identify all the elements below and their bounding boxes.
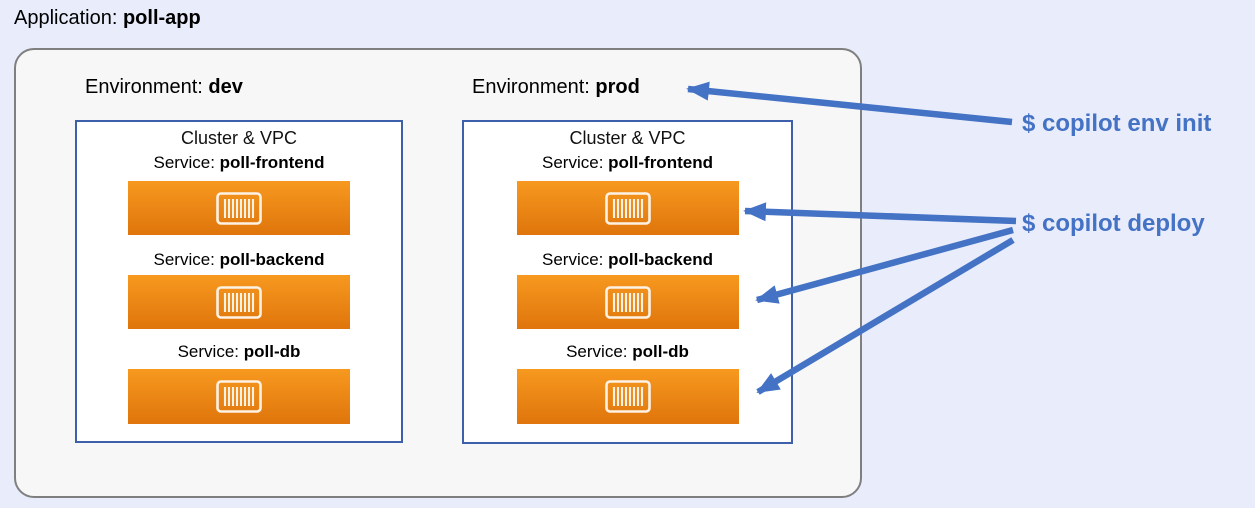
service-label-prefix: Service:	[566, 342, 633, 361]
service-name: poll-frontend	[219, 153, 325, 172]
application-title-label: Application:	[14, 7, 123, 29]
container-icon	[604, 285, 651, 319]
service-name: poll-db	[243, 342, 301, 361]
application-name: poll-app	[122, 7, 201, 29]
service-label-prod-backend: Service: poll-backend	[464, 250, 791, 270]
service-name: poll-frontend	[608, 153, 713, 172]
environment-name-prod: prod	[595, 76, 640, 98]
service-label-dev-db: Service: poll-db	[77, 342, 401, 362]
cluster-vpc-box-prod: Cluster & VPC Service: poll-frontend Ser…	[462, 120, 793, 444]
service-label-prod-frontend: Service: poll-frontend	[464, 153, 791, 173]
service-name: poll-backend	[608, 250, 713, 269]
cluster-vpc-title-prod: Cluster & VPC	[569, 128, 686, 148]
service-container-dev-frontend	[128, 181, 350, 235]
environment-label-prod: Environment: prod	[472, 76, 640, 99]
service-container-dev-db	[128, 369, 350, 424]
cluster-vpc-title-dev: Cluster & VPC	[180, 128, 298, 148]
container-icon	[216, 285, 262, 319]
service-container-dev-backend	[128, 275, 350, 329]
environment-name-dev: dev	[208, 76, 243, 98]
cluster-vpc-box-dev: Cluster & VPC Service: poll-frontend Ser…	[75, 120, 403, 443]
command-deploy: $ copilot deploy	[1022, 210, 1205, 237]
environment-label-prod-prefix: Environment:	[472, 76, 596, 98]
application-title: Application: poll-app	[14, 7, 201, 30]
command-env-init: $ copilot env init	[1022, 110, 1212, 137]
service-label-prefix: Service:	[542, 250, 609, 269]
service-label-prefix: Service:	[542, 153, 609, 172]
container-icon	[604, 380, 651, 413]
service-name: poll-backend	[219, 250, 325, 269]
environment-label-dev-prefix: Environment:	[85, 76, 209, 98]
service-name: poll-db	[632, 342, 689, 361]
environment-label-dev: Environment: dev	[85, 76, 243, 99]
service-label-prefix: Service:	[153, 153, 220, 172]
container-icon	[216, 191, 262, 225]
container-icon	[604, 191, 651, 225]
service-label-dev-backend: Service: poll-backend	[77, 250, 401, 270]
service-container-prod-backend	[516, 275, 739, 329]
service-container-prod-db	[516, 369, 739, 424]
container-icon	[216, 380, 262, 413]
service-container-prod-frontend	[516, 181, 739, 235]
service-label-dev-frontend: Service: poll-frontend	[77, 153, 401, 173]
service-label-prefix: Service:	[177, 342, 244, 361]
service-label-prefix: Service:	[153, 250, 220, 269]
service-label-prod-db: Service: poll-db	[464, 342, 791, 362]
